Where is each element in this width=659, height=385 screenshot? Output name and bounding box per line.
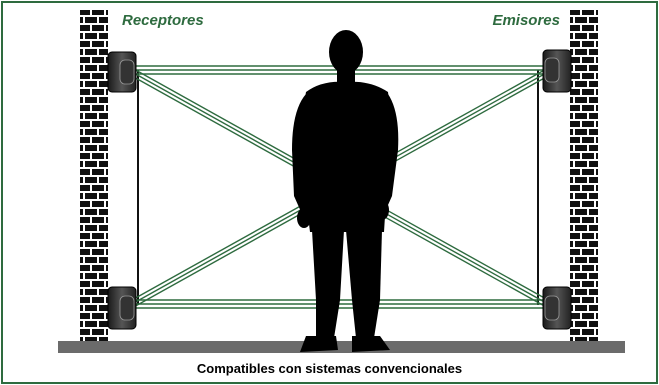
receivers-label: Receptores [122, 12, 204, 29]
emitter-top [542, 49, 572, 93]
receiver-bottom [107, 286, 137, 330]
left-brick-wall [80, 10, 108, 341]
ground-bar [58, 341, 625, 353]
right-brick-wall [570, 10, 598, 341]
receiver-top [107, 51, 137, 93]
emitter-bottom [542, 286, 572, 330]
person-silhouette [292, 30, 399, 352]
emitters-label: Emisores [492, 12, 560, 29]
caption-text: Compatibles con sistemas convencionales [196, 361, 463, 376]
